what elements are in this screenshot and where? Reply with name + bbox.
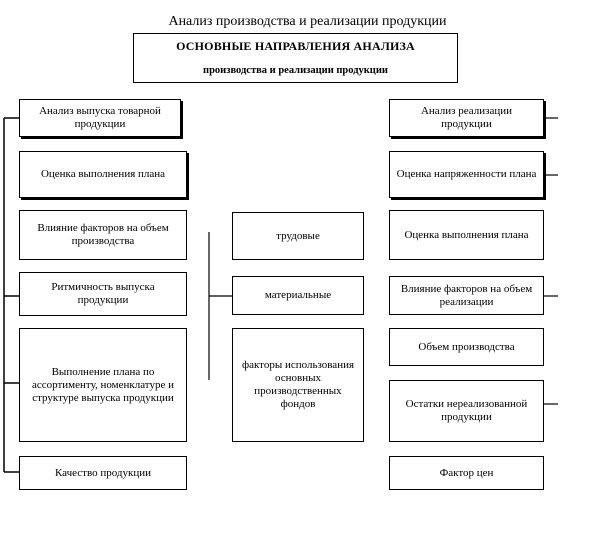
right-box-price-factor: Фактор цен xyxy=(389,456,544,490)
right-box-plan-tension: Оценка напряженности плана xyxy=(389,151,544,198)
right-box-factors-sales: Влияние факторов на объем реализации xyxy=(389,276,544,315)
left-box-factors-production: Влияние факторов на объем производства xyxy=(19,210,187,260)
right-box-plan-execution: Оценка выполнения плана xyxy=(389,210,544,260)
left-box-plan-execution: Оценка выполнения плана xyxy=(19,151,187,198)
middle-box-labor: трудовые xyxy=(232,212,364,260)
left-box-quality: Качество продукции xyxy=(19,456,187,490)
left-box-rhythm: Ритмичность выпуска продукции xyxy=(19,272,187,316)
main-box-title: ОСНОВНЫЕ НАПРАВЛЕНИЯ АНАЛИЗА xyxy=(176,39,415,53)
page-caption: Анализ производства и реализации продукц… xyxy=(168,14,447,29)
left-box-output-analysis: Анализ выпуска товарной продукции xyxy=(19,99,181,137)
right-box-unsold-stock: Остатки нереализованной продукции xyxy=(389,380,544,442)
right-box-production-volume: Объем производства xyxy=(389,328,544,366)
main-box-subtitle: производства и реализации продукции xyxy=(203,65,388,76)
middle-box-material: материальные xyxy=(232,276,364,315)
right-box-sales-analysis: Анализ реализации продукции xyxy=(389,99,544,137)
left-box-assortment: Выполнение плана по ассортименту, номенк… xyxy=(19,328,187,442)
main-directions-box: ОСНОВНЫЕ НАПРАВЛЕНИЯ АНАЛИЗА производств… xyxy=(133,33,458,83)
middle-box-fixed-assets: факторы использования основных производс… xyxy=(232,328,364,442)
